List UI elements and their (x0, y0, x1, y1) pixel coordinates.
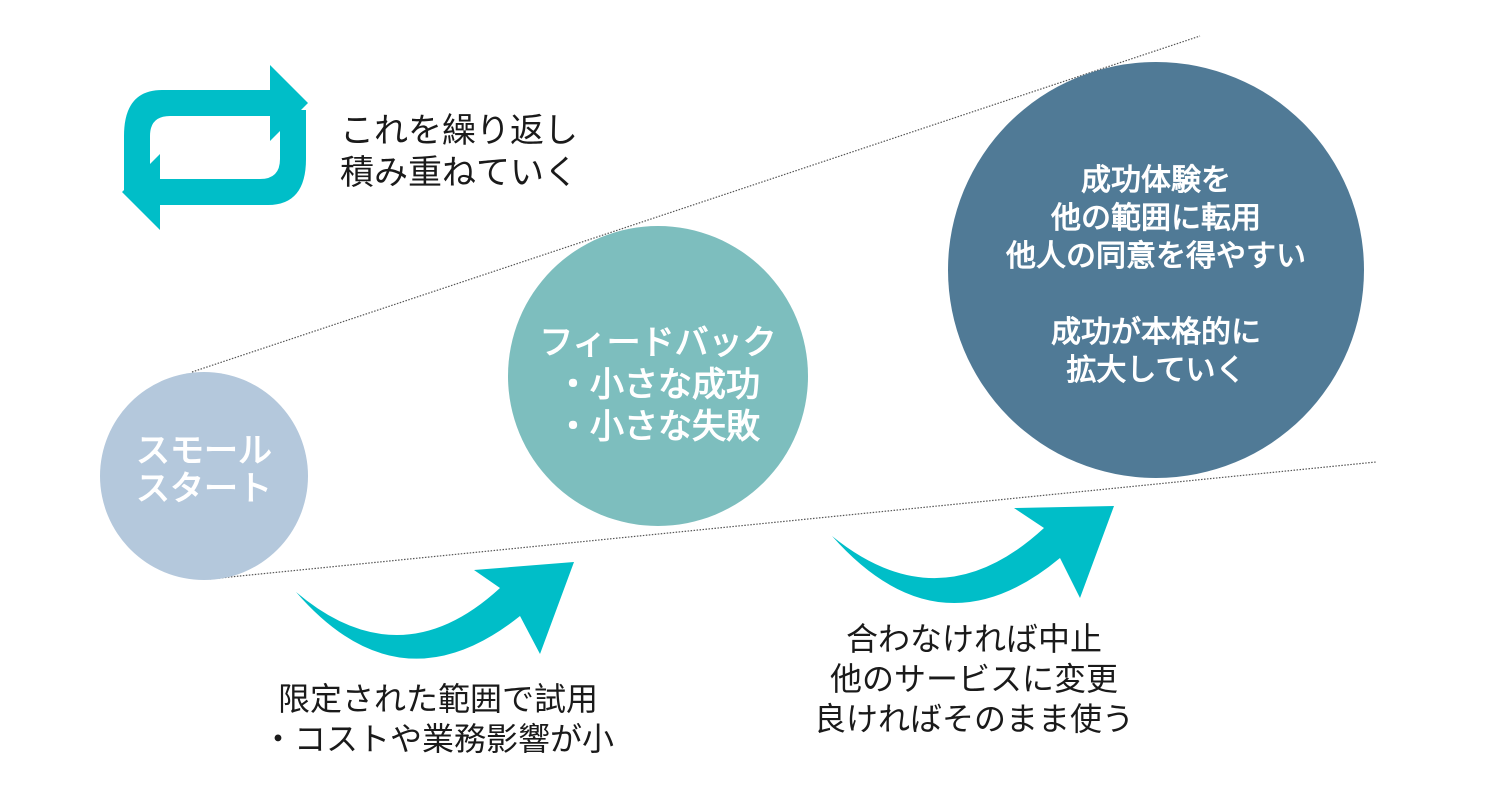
text-line: 拡大していく (1066, 353, 1245, 388)
expand-circle (948, 62, 1364, 478)
text-line: ・コストや業務影響が小 (262, 720, 614, 758)
text-line: 他の範囲に転用 (1050, 201, 1261, 236)
small-start-label: スモールスタート (136, 431, 272, 509)
feedback-circle (508, 226, 808, 526)
text-line: 良ければそのまま使う (814, 700, 1134, 738)
repeat-label: これを繰り返し積み重ねていく (340, 111, 578, 193)
text-line: 限定された範囲で試用 (278, 680, 598, 718)
decide-step-label: 合わなければ中止他のサービスに変更良ければそのまま使う (814, 620, 1134, 738)
text-line: ・小さな成功 (556, 365, 760, 405)
text-line: 他のサービスに変更 (830, 660, 1118, 698)
lower-guide-line (209, 461, 1377, 580)
upper-guide-line (191, 35, 1201, 373)
text-line: ・小さな失敗 (556, 407, 761, 447)
expand-label: 成功体験を他の範囲に転用他人の同意を得やすい成功が本格的に拡大していく (1005, 163, 1306, 388)
text-line: 合わなければ中止 (846, 620, 1102, 658)
trial-step-label: 限定された範囲で試用・コストや業務影響が小 (262, 680, 614, 758)
text-line: 積み重ねていく (340, 153, 578, 193)
text-line: スタート (136, 469, 272, 509)
curved-arrow-icon (296, 562, 574, 659)
repeat-arrows-icon (122, 65, 308, 230)
text-line: 成功が本格的に (1051, 315, 1261, 350)
text-line: これを繰り返し (340, 111, 578, 151)
curved-arrow-icon (832, 506, 1114, 604)
text-line: フィードバック (539, 323, 776, 363)
text-line: スモール (136, 431, 272, 471)
text-line: 成功体験を (1081, 163, 1231, 198)
small-start-circle (100, 372, 308, 580)
feedback-label: フィードバック・小さな成功・小さな失敗 (539, 323, 776, 447)
text-line: 他人の同意を得やすい (1005, 239, 1306, 274)
